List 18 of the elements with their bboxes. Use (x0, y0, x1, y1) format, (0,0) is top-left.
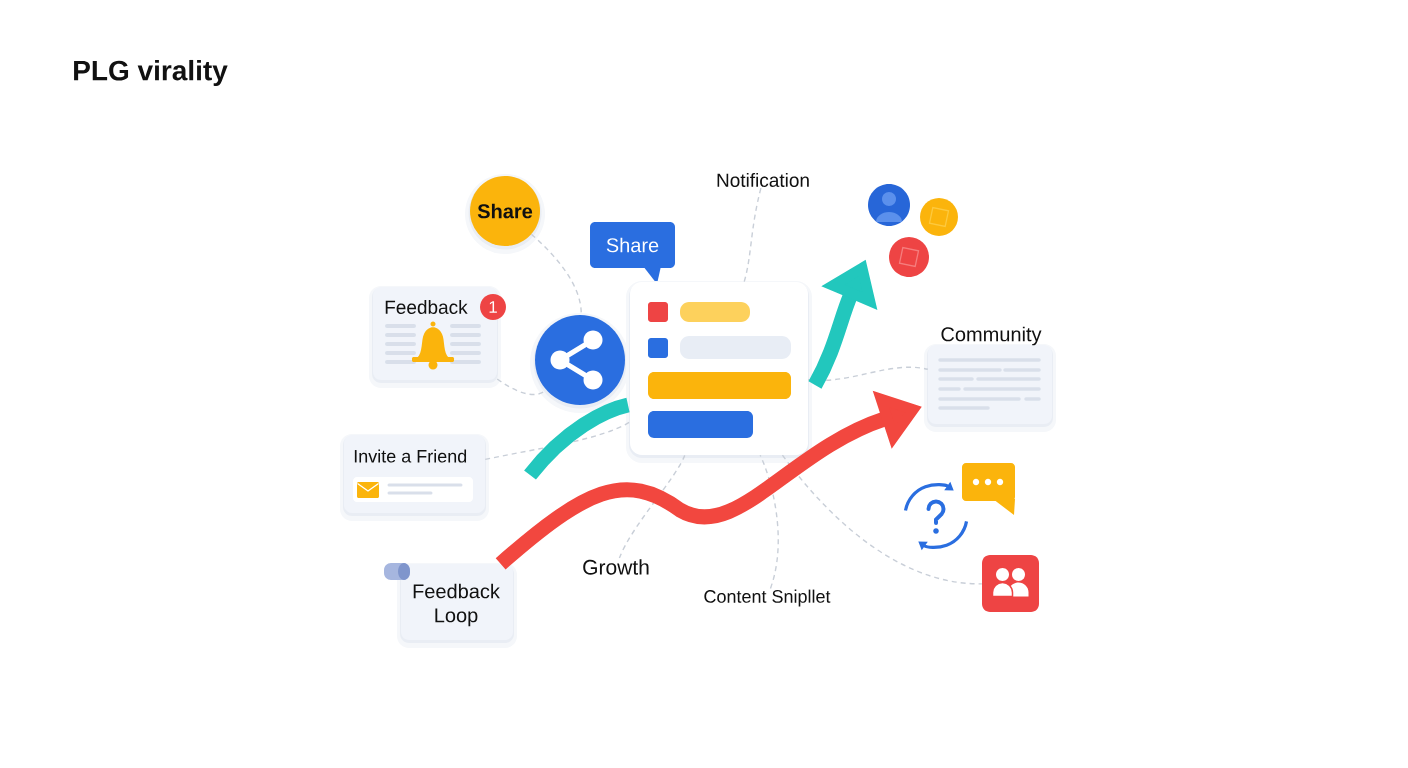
circle-icon (889, 237, 929, 277)
text-label: Content Snipllet (704, 589, 831, 607)
count-badge: 1 (480, 294, 506, 320)
title: PLG virality (74, 59, 228, 87)
dashed-connector (807, 366, 929, 382)
dashed-connector (484, 421, 631, 461)
circle-icon (920, 198, 958, 236)
avatar-icon (868, 184, 910, 226)
dashed-connector (759, 454, 779, 590)
circle-label: Share (465, 174, 545, 254)
people-icon (982, 555, 1039, 612)
dashed-connector (743, 187, 762, 283)
text-label: Growth (583, 559, 649, 575)
card: Feedback Loop (397, 563, 517, 648)
dashed-connector (618, 454, 686, 559)
dashed-connector (781, 454, 983, 585)
text-label: Notification (717, 173, 809, 187)
speech-bubble: Share (590, 222, 675, 284)
